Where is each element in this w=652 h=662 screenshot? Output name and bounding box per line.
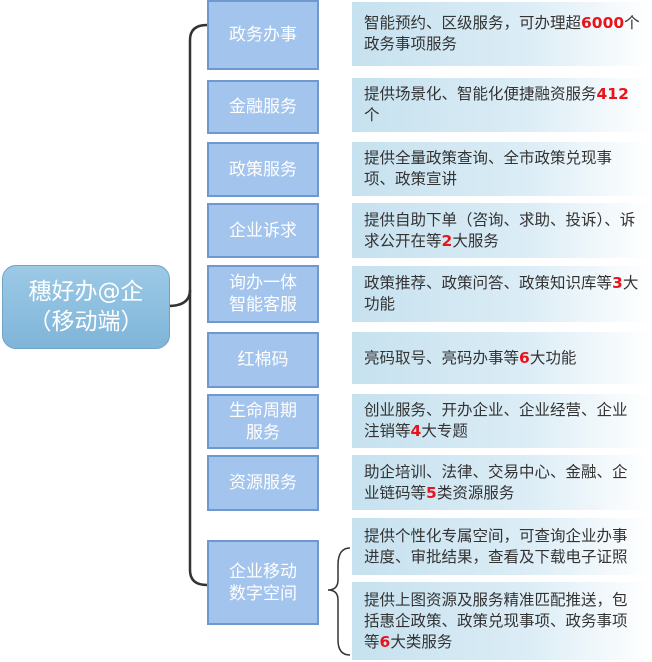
- description-text: 智能预约、区级服务，可办理超: [364, 14, 582, 32]
- category-node: 生命周期服务: [207, 394, 319, 449]
- category-label: 红棉码: [237, 350, 289, 370]
- highlight-number: 412: [596, 85, 629, 103]
- description-box: 助企培训、法律、交易中心、金融、企业链码等5类资源服务: [352, 455, 650, 510]
- category-label: 智能客服: [229, 295, 297, 315]
- highlight-number: 6: [519, 348, 530, 367]
- highlight-number: 2: [441, 231, 453, 250]
- description-text: 个政务事项服务: [364, 14, 640, 53]
- highlight-number: 3: [612, 274, 623, 292]
- description-text: 提供全量政策查询、全市政策兑现事项、政策宣讲: [364, 149, 613, 188]
- category-node: 政策服务: [207, 142, 319, 197]
- root-subtitle: （移动端）: [28, 309, 144, 335]
- category-label: 政策服务: [229, 159, 297, 180]
- description-box: 政策推荐、政策问答、政策知识库等3大功能: [352, 266, 650, 322]
- category-label: 资源服务: [229, 473, 297, 493]
- category-label: 政务办事: [229, 25, 297, 45]
- description-box: 创业服务、开办企业、企业经营、企业注销等4大专题: [352, 394, 650, 448]
- description-box: 提供全量政策查询、全市政策兑现事项、政策宣讲: [352, 142, 650, 196]
- highlight-number: 5: [426, 483, 437, 502]
- description-text: 助企培训、法律、交易中心、金融、企业链码等: [364, 462, 628, 502]
- description-box: 提供上图资源及服务精准匹配推送，包括惠企政策、政策兑现事项、政务事项等6大类服务: [352, 582, 650, 660]
- category-node: 政务办事: [207, 0, 319, 70]
- category-label: 企业移动: [229, 561, 297, 582]
- description-text: 提供上图资源及服务精准匹配推送，包括惠企政策、政策兑现事项、政务事项等: [364, 590, 628, 651]
- description-text: 大服务: [452, 231, 499, 250]
- category-node: 询办一体智能客服: [207, 265, 319, 323]
- root-title: 穗好办@企: [28, 279, 144, 305]
- description-box: 亮码取号、亮码办事等6大功能: [352, 332, 650, 384]
- description-text: 提供场景化、智能化便捷融资服务: [364, 85, 597, 103]
- category-label: 生命周期: [229, 400, 297, 421]
- description-box: 提供个性化专属空间，可查询企业办事进度、审批结果，查看及下载电子证照: [352, 518, 650, 575]
- category-node: 资源服务: [207, 455, 319, 511]
- description-box: 提供自助下单（咨询、求助、投诉）、诉求公开在等2大服务: [352, 203, 650, 258]
- category-node: 企业移动数字空间: [207, 540, 319, 625]
- description-text: 创业服务、开办企业、企业经营、企业注销等: [364, 401, 628, 440]
- category-node: 金融服务: [207, 80, 319, 134]
- description-text: 大功能: [364, 274, 639, 313]
- description-text: 大功能: [529, 348, 577, 367]
- description-text: 大专题: [421, 422, 468, 440]
- description-box: 智能预约、区级服务，可办理超6000个政务事项服务: [352, 2, 650, 66]
- description-text: 提供个性化专属空间，可查询企业办事进度、审批结果，查看及下载电子证照: [364, 526, 628, 566]
- highlight-number: 6000: [581, 14, 625, 32]
- category-label: 询办一体: [229, 273, 297, 293]
- highlight-number: 4: [410, 422, 422, 440]
- highlight-number: 6: [379, 632, 391, 651]
- category-label: 数字空间: [229, 583, 297, 604]
- category-node: 企业诉求: [207, 203, 319, 258]
- category-node: 红棉码: [207, 332, 319, 388]
- description-text: 个: [364, 106, 380, 124]
- category-label: 金融服务: [229, 97, 297, 117]
- description-text: 提供自助下单（咨询、求助、投诉）、诉求公开在等: [364, 210, 636, 250]
- root-node: 穗好办@企 （移动端）: [2, 265, 170, 349]
- category-label: 企业诉求: [229, 220, 297, 241]
- description-text: 类资源服务: [436, 483, 515, 502]
- category-label: 服务: [246, 422, 280, 443]
- description-text: 政策推荐、政策问答、政策知识库等: [364, 274, 613, 292]
- description-box: 提供场景化、智能化便捷融资服务412 个: [352, 78, 650, 132]
- description-text: 亮码取号、亮码办事等: [364, 348, 520, 367]
- description-text: 大类服务: [390, 632, 453, 651]
